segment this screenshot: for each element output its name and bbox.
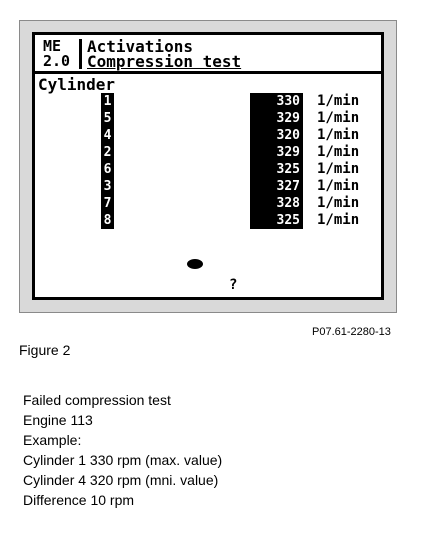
rpm-value: 325	[276, 162, 300, 177]
unit-label: 1/min	[317, 161, 360, 177]
unit-label: 1/min	[317, 195, 360, 211]
caption-line: Cylinder 1 330 rpm (max. value)	[23, 452, 223, 468]
rpm-value-column: 330 329 320 329 325 327 328 325	[250, 93, 303, 229]
rpm-value: 329	[276, 145, 300, 160]
unit-label: 1/min	[317, 144, 360, 160]
unit-label: 1/min	[317, 93, 360, 109]
tester-screen: ME 2.0 Activations Compression test Cyli…	[32, 32, 384, 300]
caption-line: Cylinder 4 320 rpm (mni. value)	[23, 472, 219, 488]
rpm-value: 325	[276, 213, 300, 228]
caption-line: Example:	[23, 432, 82, 448]
cylinder-number: 2	[103, 145, 112, 160]
unit-column: 1/min 1/min 1/min 1/min 1/min 1/min 1/mi…	[317, 93, 359, 229]
cylinder-number: 6	[103, 162, 112, 177]
cylinder-column: 1 5 4 2 6 3 7 8	[101, 93, 114, 229]
figure-label: Figure 2	[19, 342, 71, 358]
caption-line: Engine 113	[23, 412, 93, 428]
ecu-label: ME 2.0	[43, 39, 82, 69]
section-label: Cylinder	[38, 75, 116, 94]
help-key[interactable]: ?	[229, 277, 238, 293]
ecu-line-2: 2.0	[43, 52, 71, 70]
caption-line: Failed compression test	[23, 392, 171, 408]
rpm-value: 330	[276, 94, 300, 109]
rpm-value: 328	[276, 196, 300, 211]
title-line-1: Activations	[87, 37, 193, 56]
unit-label: 1/min	[317, 110, 360, 126]
unit-label: 1/min	[317, 212, 360, 228]
cylinder-number: 3	[103, 179, 112, 194]
screen-header: ME 2.0 Activations Compression test	[35, 35, 381, 74]
rpm-value: 320	[276, 128, 300, 143]
cylinder-number: 8	[103, 213, 112, 228]
rpm-value: 329	[276, 111, 300, 126]
title-line-2: Compression test	[87, 52, 242, 71]
screen-title: Activations Compression test	[87, 37, 242, 71]
unit-label: 1/min	[317, 178, 360, 194]
unit-label: 1/min	[317, 127, 360, 143]
caption: Failed compression test Engine 113 Examp…	[23, 390, 222, 510]
cylinder-number: 5	[103, 111, 112, 126]
ecu-line-1: ME	[43, 37, 62, 55]
cylinder-number: 7	[103, 196, 112, 211]
start-button-icon[interactable]	[187, 259, 203, 269]
cylinder-number: 1	[103, 94, 112, 109]
cylinder-number: 4	[103, 128, 112, 143]
rpm-value: 327	[276, 179, 300, 194]
tester-frame: ME 2.0 Activations Compression test Cyli…	[19, 20, 397, 313]
caption-line: Difference 10 rpm	[23, 492, 135, 508]
figure-code: P07.61-2280-13	[312, 326, 391, 338]
